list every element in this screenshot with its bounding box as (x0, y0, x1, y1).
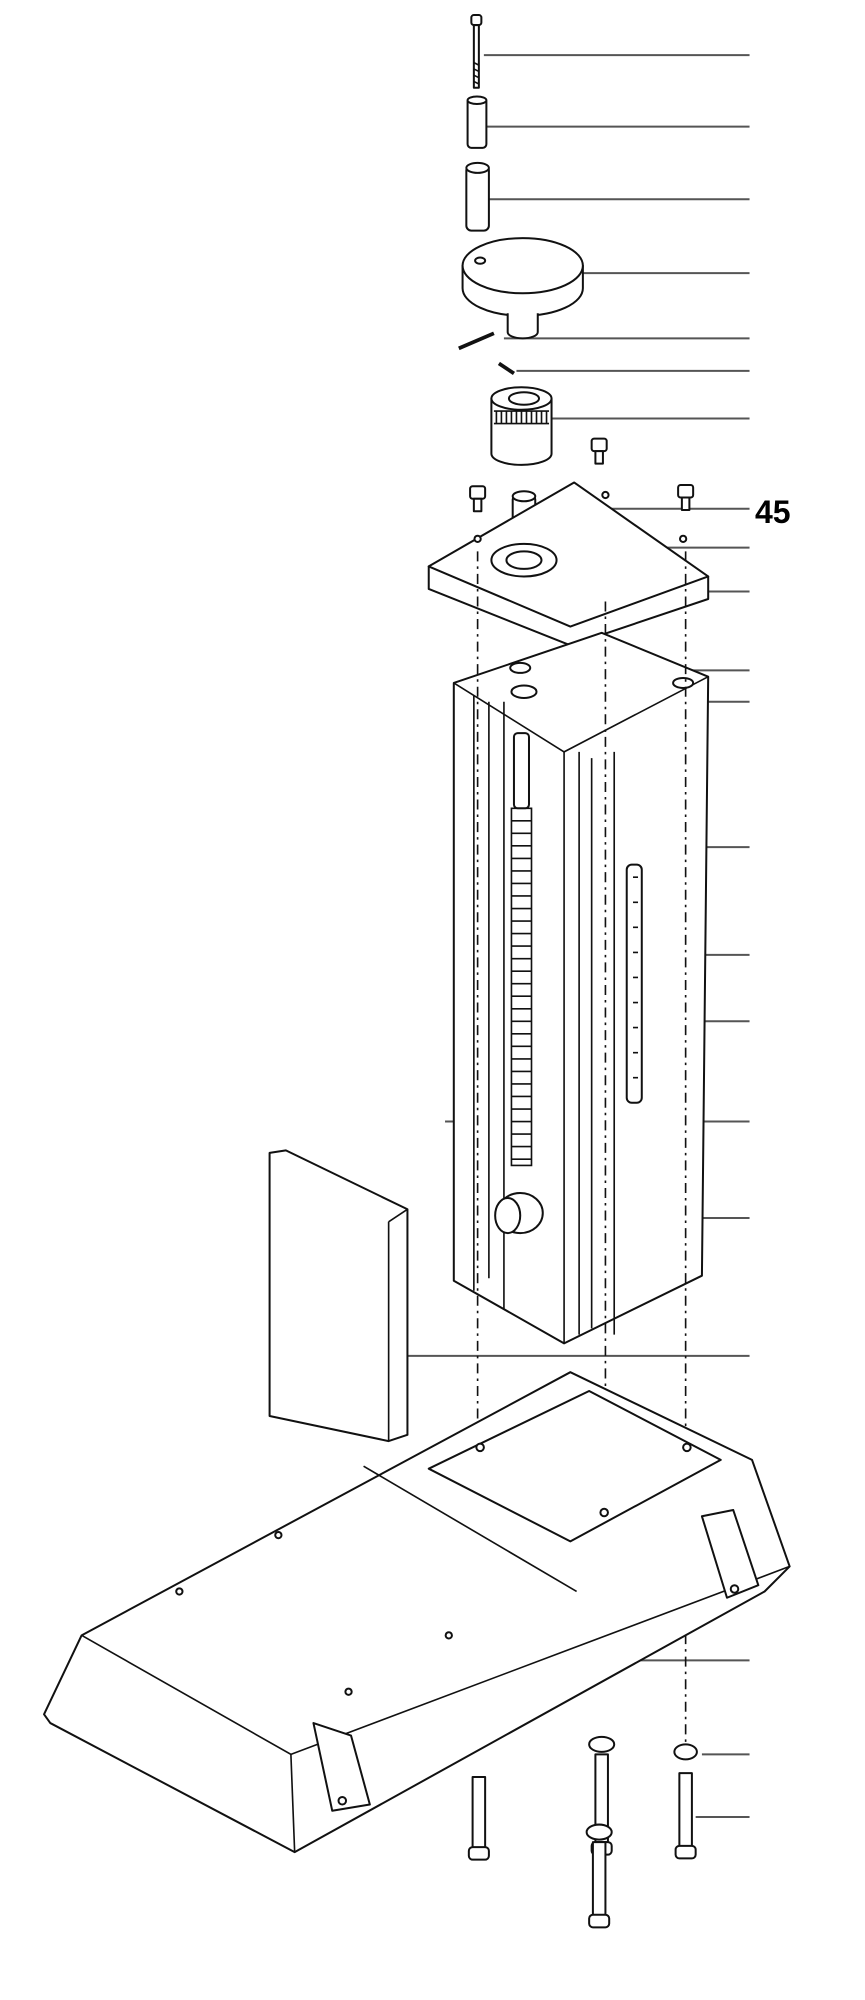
knurled-collar (490, 386, 553, 466)
small-pins (458, 331, 515, 375)
base-bolts (467, 1735, 698, 1929)
column (452, 631, 710, 1345)
top-plate (427, 481, 710, 647)
part-callout-45: 45 (755, 494, 791, 530)
side-panel (268, 1149, 409, 1443)
disc (461, 237, 584, 340)
pin (465, 161, 490, 232)
sleeve (466, 95, 488, 149)
base (43, 1371, 791, 1854)
top-screw (470, 14, 483, 89)
